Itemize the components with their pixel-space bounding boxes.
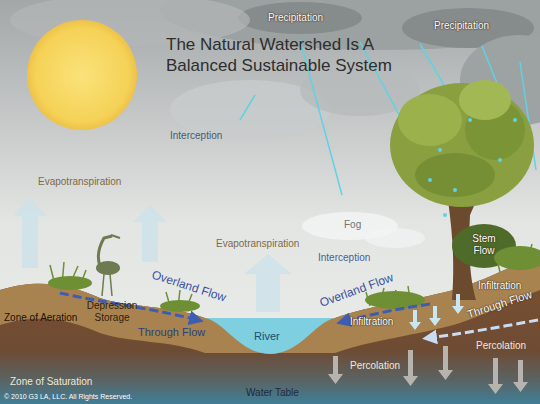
interception-label: Interception — [170, 130, 222, 142]
heron — [96, 235, 120, 296]
infiltration-label: Infiltration — [478, 280, 521, 292]
evapotranspiration-label: Evapotranspiration — [38, 176, 121, 188]
precipitation-label: Precipitation — [268, 12, 323, 24]
zone-label: Zone of Saturation — [10, 376, 92, 388]
diagram-title: The Natural Watershed Is A Balanced Sust… — [166, 34, 426, 77]
overland-flow-label: Overland Flow — [150, 268, 228, 305]
fog-label: Fog — [344, 219, 361, 231]
water-table-label: Water Table — [246, 387, 299, 399]
through-flow-label: Through Flow — [466, 288, 534, 321]
infiltration-arrows — [409, 294, 464, 330]
overland-flow-label: Overland Flow — [318, 271, 395, 310]
precipitation-label: Precipitation — [434, 20, 489, 32]
through-flow-label: Through Flow — [138, 326, 205, 339]
evapotranspiration-label: Evapotranspiration — [216, 238, 299, 250]
interception-label: Interception — [318, 252, 370, 264]
percolation-label: Percolation — [476, 340, 526, 352]
stem-flow-label: Stem Flow — [468, 233, 500, 256]
zone-label: Zone of Aeration — [4, 312, 77, 324]
percolation-label: Percolation — [350, 360, 400, 372]
overland-flow-arrows — [60, 293, 538, 338]
river-label: River — [254, 330, 280, 343]
copyright-note: © 2010 G3 LA, LLC. All Rights Reserved. — [4, 393, 132, 401]
depression-storage-label: Depression Storage — [80, 300, 144, 323]
river — [205, 318, 335, 354]
infiltration-label: Infiltration — [350, 316, 393, 328]
percolation-arrows — [328, 346, 528, 394]
sun — [27, 20, 137, 130]
